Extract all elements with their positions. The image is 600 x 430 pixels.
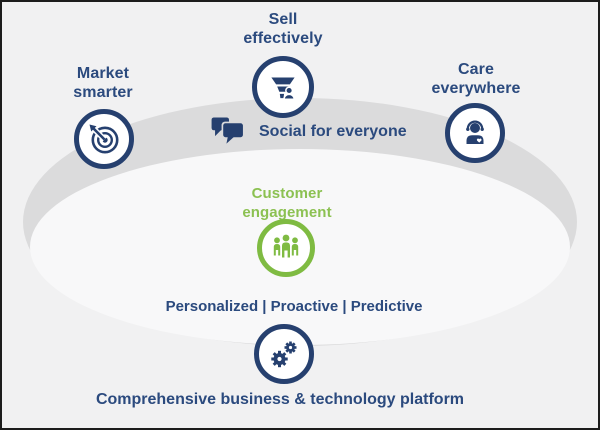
market-smarter-circle [74,109,134,169]
people-group-icon [268,230,304,266]
sell-effectively-label: Sell effectively [243,11,323,47]
social-for-everyone-group: Social for everyone [208,114,407,150]
customer-engagement-circle [257,219,315,277]
headset-person-icon [457,115,493,151]
market-smarter-label: Market smarter [73,65,133,101]
attributes-caption: Personalized | Proactive | Predictive [165,298,423,315]
funnel-icon [264,68,302,106]
care-everywhere-label: Care everywhere [431,61,521,97]
sell-effectively-circle [252,56,314,118]
social-for-everyone-label: Social for everyone [259,123,407,140]
platform-circle [254,324,314,384]
care-everywhere-circle [445,103,505,163]
chat-bubbles-icon [208,114,250,150]
gears-icon [266,336,302,372]
customer-engagement-label: Customer engagement [242,185,332,221]
target-icon [86,121,122,157]
platform-caption: Comprehensive business & technology plat… [95,391,465,408]
